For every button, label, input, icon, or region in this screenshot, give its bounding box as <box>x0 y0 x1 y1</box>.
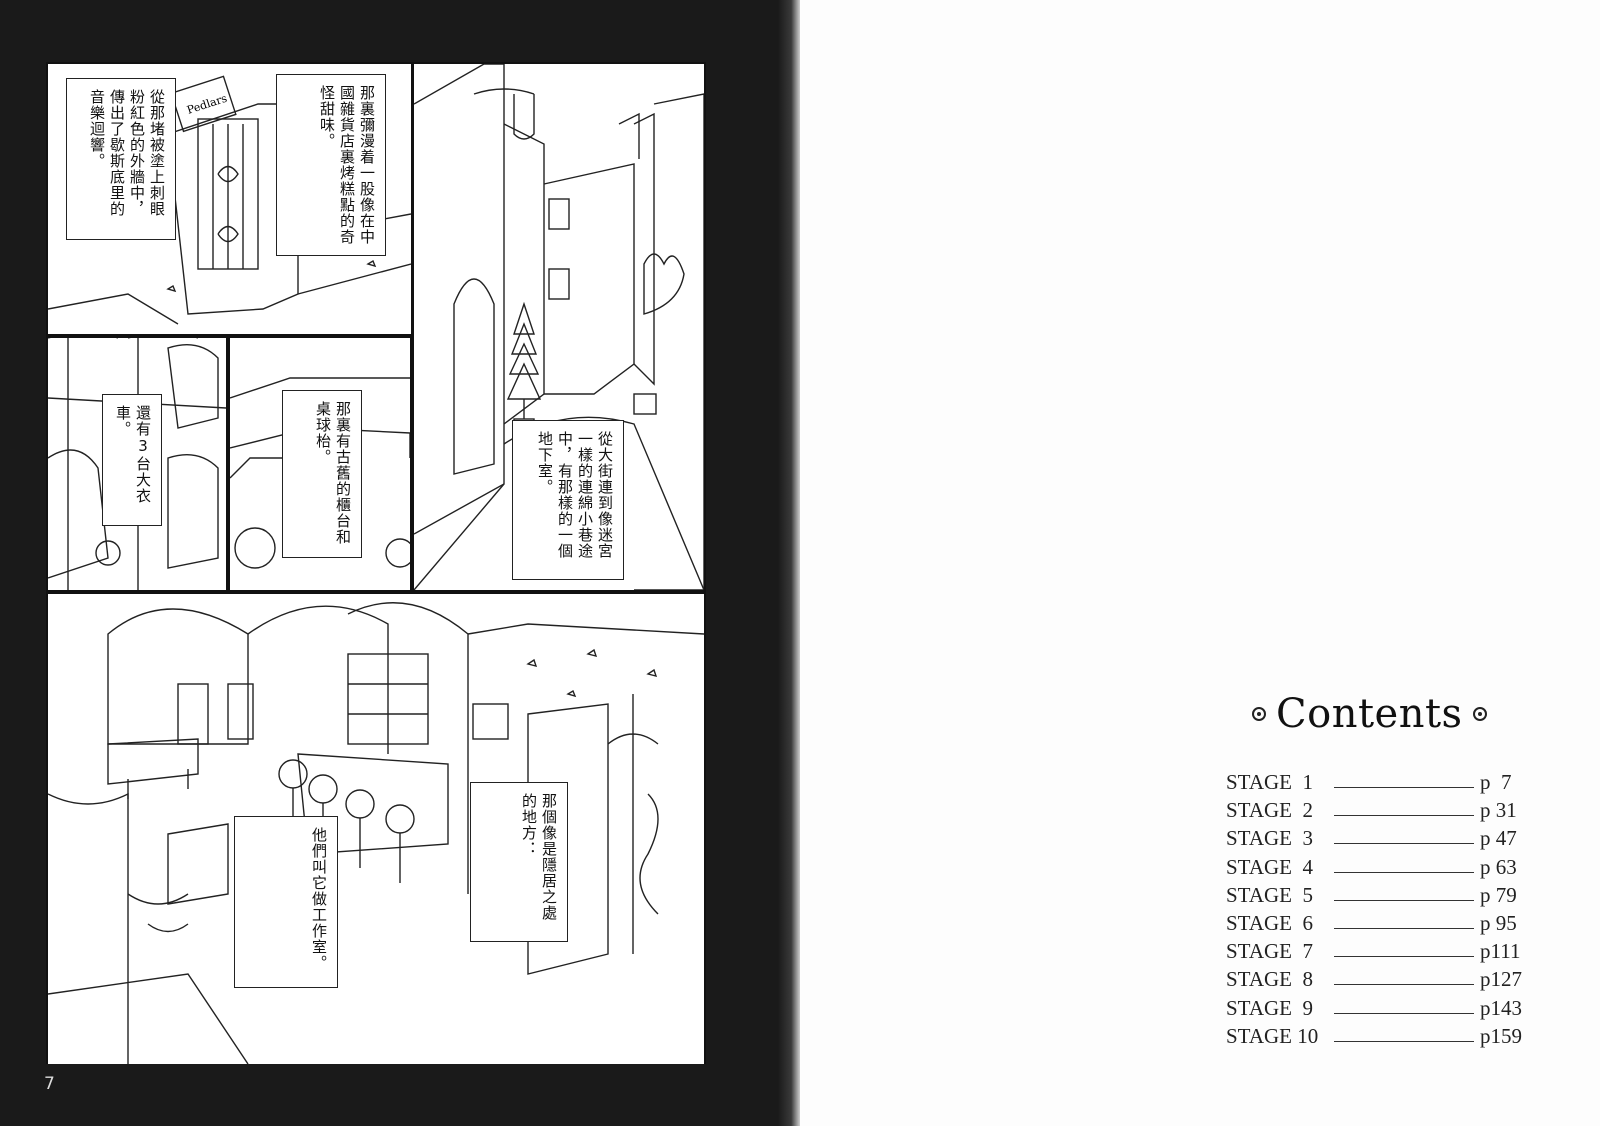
toc-page: p159 <box>1480 1023 1522 1048</box>
toc-leader-line <box>1334 984 1474 986</box>
caption-maze-street: 從大街連到像迷宮一樣的連綿小巷途中，有那樣的一個地下室。 <box>512 420 624 580</box>
contents-heading: Contents <box>1252 686 1552 742</box>
toc-stage: STAGE 2 <box>1226 798 1313 823</box>
ornament-dot-icon <box>1252 707 1266 721</box>
toc-leader-line <box>1334 815 1474 817</box>
toc-entry[interactable]: STAGE 4 p 63 <box>1226 855 1546 883</box>
panel-alley: 從大街連到像迷宮一樣的連綿小巷途中，有那樣的一個地下室。 <box>414 64 704 590</box>
toc-stage: STAGE 1 <box>1226 770 1313 794</box>
toc-stage: STAGE 8 <box>1226 967 1313 992</box>
toc-entry[interactable]: STAGE 10 p159 <box>1226 1024 1546 1052</box>
contents-title: Contents <box>1276 691 1463 737</box>
toc-entry[interactable]: STAGE 8 p127 <box>1226 967 1546 995</box>
panel-counter: 那裏有古舊的櫃台和桌球枱。 <box>230 338 410 590</box>
toc-leader-line <box>1334 899 1474 901</box>
alley-illustration <box>414 64 704 590</box>
toc-stage: STAGE 7 <box>1226 939 1313 964</box>
panel-workshop: 那個像是隱居之處的地方： 他們叫它做工作室。 <box>48 594 704 1064</box>
toc-stage: STAGE 6 <box>1226 910 1313 935</box>
caption-sewing-machines: 還有3台大衣車。 <box>102 394 162 526</box>
toc-stage: STAGE 3 <box>1226 826 1313 851</box>
toc-stage: STAGE 10 <box>1226 1023 1319 1048</box>
book-spine <box>778 0 800 1126</box>
caption-counter: 那裏有古舊的櫃台和桌球枱。 <box>282 390 362 558</box>
right-page: Contents STAGE 1 p 7 STAGE 2 p 31 STAGE 3 p… <box>800 0 1600 1126</box>
toc-page: p127 <box>1480 967 1522 992</box>
workshop-illustration <box>48 602 704 1064</box>
toc-page: p111 <box>1480 939 1521 964</box>
toc-page: p143 <box>1480 995 1522 1020</box>
toc-leader-line <box>1334 1012 1474 1014</box>
toc-entry[interactable]: STAGE 3 p 47 <box>1226 826 1546 854</box>
toc-leader-line <box>1334 927 1474 929</box>
table-of-contents: STAGE 1 p 7 STAGE 2 p 31 STAGE 3 p 47 STAGE… <box>1226 770 1546 1052</box>
toc-entry[interactable]: STAGE 7 p111 <box>1226 939 1546 967</box>
caption-workshop: 他們叫它做工作室。 <box>234 816 338 988</box>
toc-entry[interactable]: STAGE 9 p143 <box>1226 996 1546 1024</box>
toc-stage: STAGE 9 <box>1226 995 1313 1020</box>
toc-leader-line <box>1334 1040 1474 1042</box>
toc-page: p 47 <box>1480 826 1517 851</box>
toc-leader-line <box>1334 956 1474 958</box>
toc-leader-line <box>1334 787 1474 788</box>
caption-sweet-smell: 那裏彌漫着一股像在中國雜貨店裏烤糕點的奇怪甜味。 <box>276 74 386 256</box>
toc-page: p 95 <box>1480 910 1517 935</box>
shop-sign-text: Pedlars <box>185 92 229 117</box>
toc-stage: STAGE 5 <box>1226 882 1313 907</box>
toc-stage: STAGE 4 <box>1226 854 1313 879</box>
caption-pink-wall: 從那堵被塗上刺眼粉紅色的外牆中，傳出了歇斯底里的音樂迴響。 <box>66 78 176 240</box>
toc-page: p 31 <box>1480 798 1517 823</box>
caption-hideout: 那個像是隱居之處的地方： <box>470 782 568 942</box>
ornament-dot-icon <box>1472 707 1487 721</box>
toc-page: p 7 <box>1480 770 1512 794</box>
toc-entry[interactable]: STAGE 5 p 79 <box>1226 883 1546 911</box>
toc-entry[interactable]: STAGE 2 p 31 <box>1226 798 1546 826</box>
toc-entry[interactable]: STAGE 1 p 7 <box>1226 770 1546 798</box>
toc-entry[interactable]: STAGE 6 p 95 <box>1226 911 1546 939</box>
toc-page: p 79 <box>1480 882 1517 907</box>
left-page: Pedlars 從那堵被塗上刺眼粉紅色的外牆中，傳出了歇斯底里的音樂迴響。 那裏… <box>0 0 800 1126</box>
toc-leader-line <box>1334 843 1474 845</box>
toc-page: p 63 <box>1480 854 1517 879</box>
page-number: 7 <box>44 1074 55 1094</box>
panel-sewing-machines: 還有3台大衣車。 <box>48 338 226 590</box>
toc-leader-line <box>1334 871 1474 873</box>
panel-pink-wall: Pedlars 從那堵被塗上刺眼粉紅色的外牆中，傳出了歇斯底里的音樂迴響。 那裏… <box>48 64 411 334</box>
